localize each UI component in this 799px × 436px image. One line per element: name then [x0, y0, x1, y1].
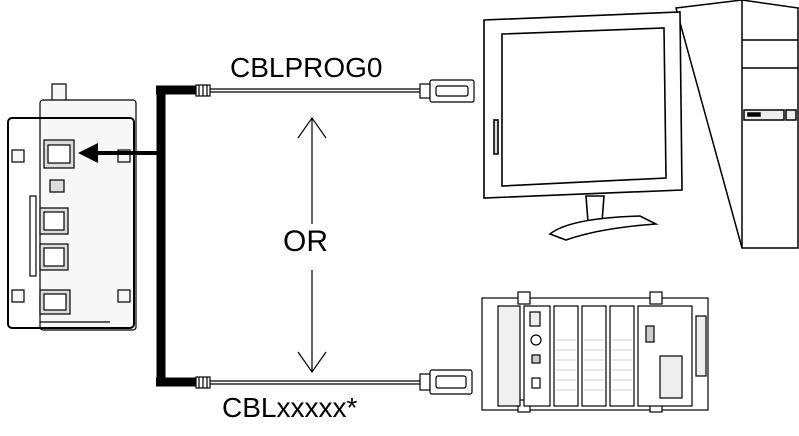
port-arrow — [78, 143, 160, 163]
cable-top-label: CBLPROG0 — [230, 52, 383, 83]
pc-tower — [675, 0, 799, 249]
or-label: OR — [283, 225, 328, 258]
bottom-cable — [195, 369, 473, 395]
plc-rack-device — [481, 291, 709, 413]
top-cable — [195, 79, 475, 103]
cable-bracket — [156, 85, 196, 387]
or-arrow — [297, 116, 327, 374]
plc-module-device — [7, 83, 137, 331]
pc-monitor — [483, 11, 683, 241]
cable-bottom-label: CBLxxxxx* — [222, 392, 358, 423]
plc-rack-slots-texture — [556, 339, 632, 391]
